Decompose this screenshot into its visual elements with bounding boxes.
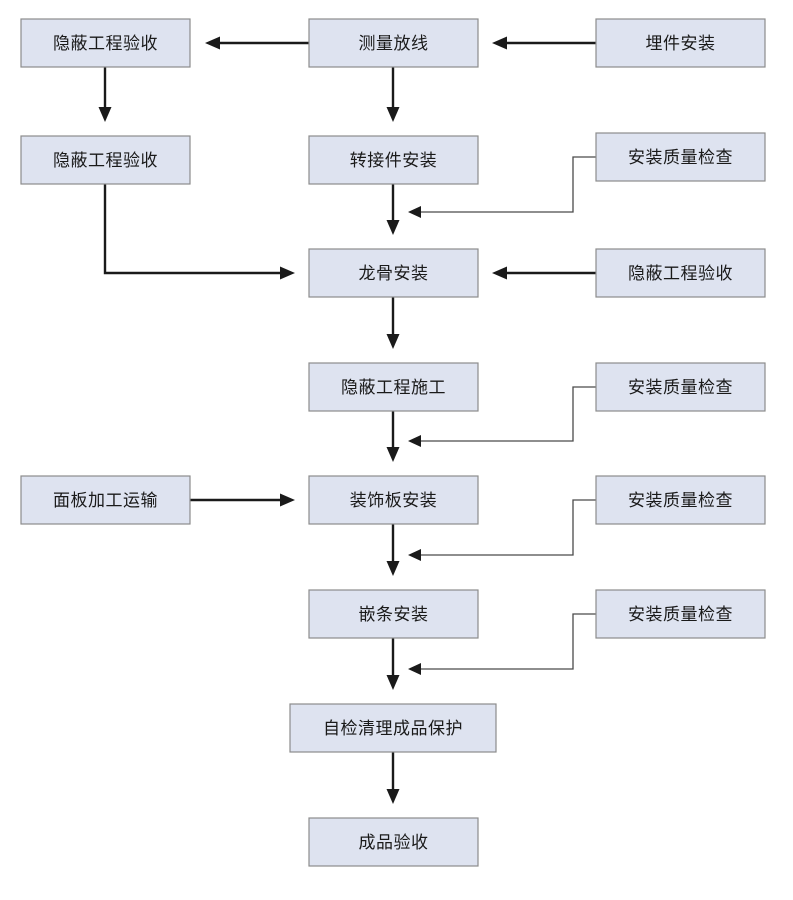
flow-node-n4[interactable]: 隐蔽工程验收 [20, 135, 191, 185]
node-label: 龙骨安装 [359, 264, 429, 284]
flow-node-n11[interactable]: 面板加工运输 [20, 475, 191, 525]
flow-edge [408, 613, 596, 675]
arrow-head-icon [386, 789, 400, 804]
arrow-head-icon [386, 334, 400, 349]
node-box[interactable] [595, 475, 766, 525]
edge-line [103, 184, 282, 275]
node-label: 隐蔽工程施工 [341, 378, 446, 398]
flow-node-n6[interactable]: 安装质量检查 [595, 132, 766, 182]
node-box[interactable] [308, 362, 479, 412]
flow-edge [386, 184, 400, 235]
node-label: 埋件安装 [646, 34, 716, 54]
arrow-head-icon [386, 220, 400, 235]
node-label: 隐蔽工程验收 [628, 264, 733, 284]
edge-line [419, 499, 596, 556]
node-box[interactable] [20, 18, 191, 68]
arrow-head-icon [492, 266, 507, 280]
node-box[interactable] [20, 475, 191, 525]
flow-node-n10[interactable]: 安装质量检查 [595, 362, 766, 412]
node-label: 装饰板安装 [350, 491, 438, 511]
arrow-head-icon [492, 36, 507, 50]
node-label: 安装质量检查 [628, 605, 733, 625]
arrow-head-icon [280, 266, 295, 280]
node-box[interactable] [308, 817, 479, 867]
flow-node-n14[interactable]: 嵌条安装 [308, 589, 479, 639]
node-label: 自检清理成品保护 [323, 719, 463, 739]
arrow-head-icon [408, 663, 421, 675]
node-label: 嵌条安装 [359, 605, 429, 625]
flow-edge [386, 524, 400, 576]
flow-node-n7[interactable]: 龙骨安装 [308, 248, 479, 298]
node-box[interactable] [308, 589, 479, 639]
node-label: 安装质量检查 [628, 148, 733, 168]
node-label: 安装质量检查 [628, 491, 733, 511]
node-label: 测量放线 [359, 34, 429, 54]
arrow-head-icon [386, 107, 400, 122]
node-box[interactable] [20, 135, 191, 185]
flow-edge [190, 493, 295, 507]
arrow-head-icon [408, 206, 421, 218]
flow-edge [205, 36, 309, 50]
flow-node-n1[interactable]: 隐蔽工程验收 [20, 18, 191, 68]
edge-line [419, 386, 596, 442]
flow-edge [408, 156, 596, 218]
node-label: 隐蔽工程验收 [53, 34, 158, 54]
edge-line [419, 613, 596, 670]
flow-node-n12[interactable]: 装饰板安装 [308, 475, 479, 525]
flow-node-n5[interactable]: 转接件安装 [308, 135, 479, 185]
flow-node-n8[interactable]: 隐蔽工程验收 [595, 248, 766, 298]
arrow-head-icon [98, 107, 112, 122]
flow-node-n17[interactable]: 成品验收 [308, 817, 479, 867]
flow-edge [386, 638, 400, 690]
flow-node-n15[interactable]: 安装质量检查 [595, 589, 766, 639]
flow-node-n13[interactable]: 安装质量检查 [595, 475, 766, 525]
flow-edge [386, 752, 400, 804]
node-label: 安装质量检查 [628, 378, 733, 398]
node-label: 面板加工运输 [53, 491, 158, 511]
node-box[interactable] [595, 18, 766, 68]
node-box[interactable] [289, 703, 497, 753]
flow-node-n3[interactable]: 埋件安装 [595, 18, 766, 68]
node-box[interactable] [595, 132, 766, 182]
arrow-head-icon [205, 36, 220, 50]
flow-node-n2[interactable]: 测量放线 [308, 18, 479, 68]
node-box[interactable] [308, 475, 479, 525]
arrow-head-icon [386, 675, 400, 690]
flow-edge [98, 67, 112, 122]
arrow-head-icon [408, 435, 421, 447]
arrow-head-icon [386, 447, 400, 462]
node-label: 隐蔽工程验收 [53, 151, 158, 171]
flow-edge [492, 36, 596, 50]
node-box[interactable] [595, 362, 766, 412]
node-box[interactable] [308, 18, 479, 68]
node-box[interactable] [595, 589, 766, 639]
node-label: 转接件安装 [350, 151, 438, 171]
flow-edge [103, 184, 295, 280]
edge-layer [98, 36, 596, 804]
node-box[interactable] [308, 248, 479, 298]
arrow-head-icon [280, 493, 295, 507]
flow-edge [386, 297, 400, 349]
edge-line [419, 156, 596, 213]
flow-node-n9[interactable]: 隐蔽工程施工 [308, 362, 479, 412]
arrow-head-icon [408, 549, 421, 561]
node-label: 成品验收 [359, 833, 429, 853]
flow-edge [386, 411, 400, 462]
flow-node-n16[interactable]: 自检清理成品保护 [289, 703, 497, 753]
flow-edge [408, 386, 596, 447]
flow-edge [492, 266, 596, 280]
flow-edge [408, 499, 596, 561]
node-layer: 隐蔽工程验收测量放线埋件安装隐蔽工程验收转接件安装安装质量检查龙骨安装隐蔽工程验… [20, 18, 766, 867]
arrow-head-icon [386, 561, 400, 576]
flow-edge [386, 67, 400, 122]
node-box[interactable] [595, 248, 766, 298]
node-box[interactable] [308, 135, 479, 185]
